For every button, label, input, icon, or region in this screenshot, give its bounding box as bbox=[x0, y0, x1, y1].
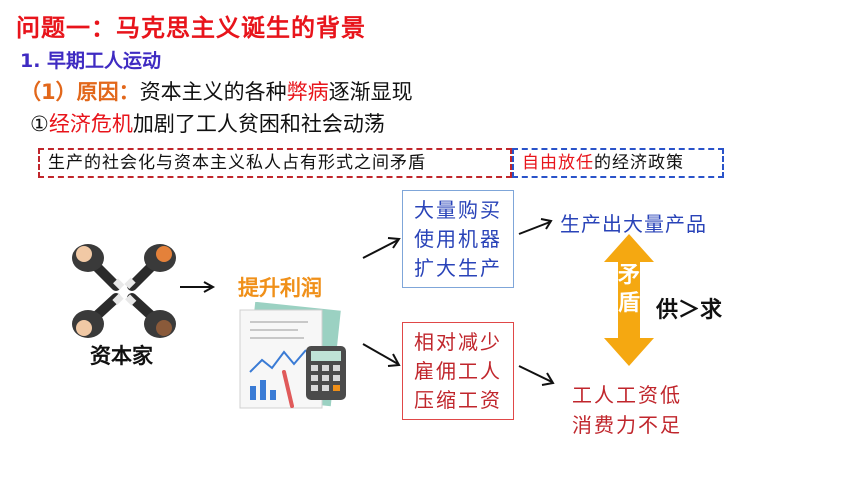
reduce-line: 相对减少 bbox=[414, 330, 502, 354]
point1-num: ① bbox=[30, 112, 49, 136]
policy-rest: 的经济政策 bbox=[594, 153, 684, 173]
arrow-down-right-icon bbox=[362, 343, 401, 367]
contradiction-label: 矛 盾 bbox=[616, 262, 642, 318]
reduce-box: 相对减少 雇佣工人 压缩工资 bbox=[402, 322, 514, 420]
expand-line: 大量购买 bbox=[414, 198, 502, 222]
contradiction-char: 盾 bbox=[617, 291, 640, 316]
point1-rest: 加剧了工人贫困和社会动荡 bbox=[132, 112, 385, 136]
outcome-bottom: 工人工资低 消费力不足 bbox=[572, 380, 682, 440]
point1-line: ①经济危机加剧了工人贫困和社会动荡 bbox=[30, 108, 385, 138]
supply-demand-label: 供＞求 bbox=[656, 298, 723, 323]
cause-text-red: 弊病 bbox=[286, 80, 329, 104]
arrow-down-right-icon bbox=[518, 365, 555, 386]
cause-text-a: 资本主义的各种 bbox=[139, 80, 287, 104]
reduce-line: 雇佣工人 bbox=[414, 359, 502, 383]
arrow-right-icon bbox=[180, 281, 216, 293]
cause-sep: ： bbox=[118, 80, 140, 104]
capitalists-illustration-icon bbox=[72, 244, 176, 338]
profit-label: 提升利润 bbox=[238, 276, 322, 300]
cause-line: （1）原因：资本主义的各种弊病逐渐显现 bbox=[20, 76, 413, 106]
arrow-up-right-icon bbox=[518, 218, 553, 235]
policy-red: 自由放任 bbox=[522, 153, 594, 173]
reduce-line: 压缩工资 bbox=[414, 388, 502, 412]
point1-red: 经济危机 bbox=[48, 112, 133, 136]
page-title: 问题一：马克思主义诞生的背景 bbox=[16, 14, 366, 42]
outcome-bottom-line: 工人工资低 bbox=[572, 383, 682, 407]
contradiction-char: 矛 bbox=[617, 263, 640, 288]
double-arrow-icon bbox=[604, 234, 654, 366]
outcome-top: 生产出大量产品 bbox=[560, 212, 707, 236]
expand-line: 使用机器 bbox=[414, 227, 502, 251]
contradiction-box: 生产的社会化与资本主义私人占有形式之间矛盾 bbox=[38, 148, 512, 178]
outcome-bottom-line: 消费力不足 bbox=[572, 413, 682, 437]
policy-box: 自由放任的经济政策 bbox=[512, 148, 724, 178]
report-chart-icon bbox=[239, 302, 346, 409]
cause-label: （1）原因 bbox=[20, 80, 119, 104]
cause-text-b: 逐渐显现 bbox=[328, 80, 413, 104]
expand-box: 大量购买 使用机器 扩大生产 bbox=[402, 190, 514, 288]
capitalist-label: 资本家 bbox=[90, 344, 153, 368]
arrow-up-right-icon bbox=[362, 237, 401, 259]
section-subtitle: 1. 早期工人运动 bbox=[20, 50, 162, 72]
expand-line: 扩大生产 bbox=[414, 256, 502, 280]
